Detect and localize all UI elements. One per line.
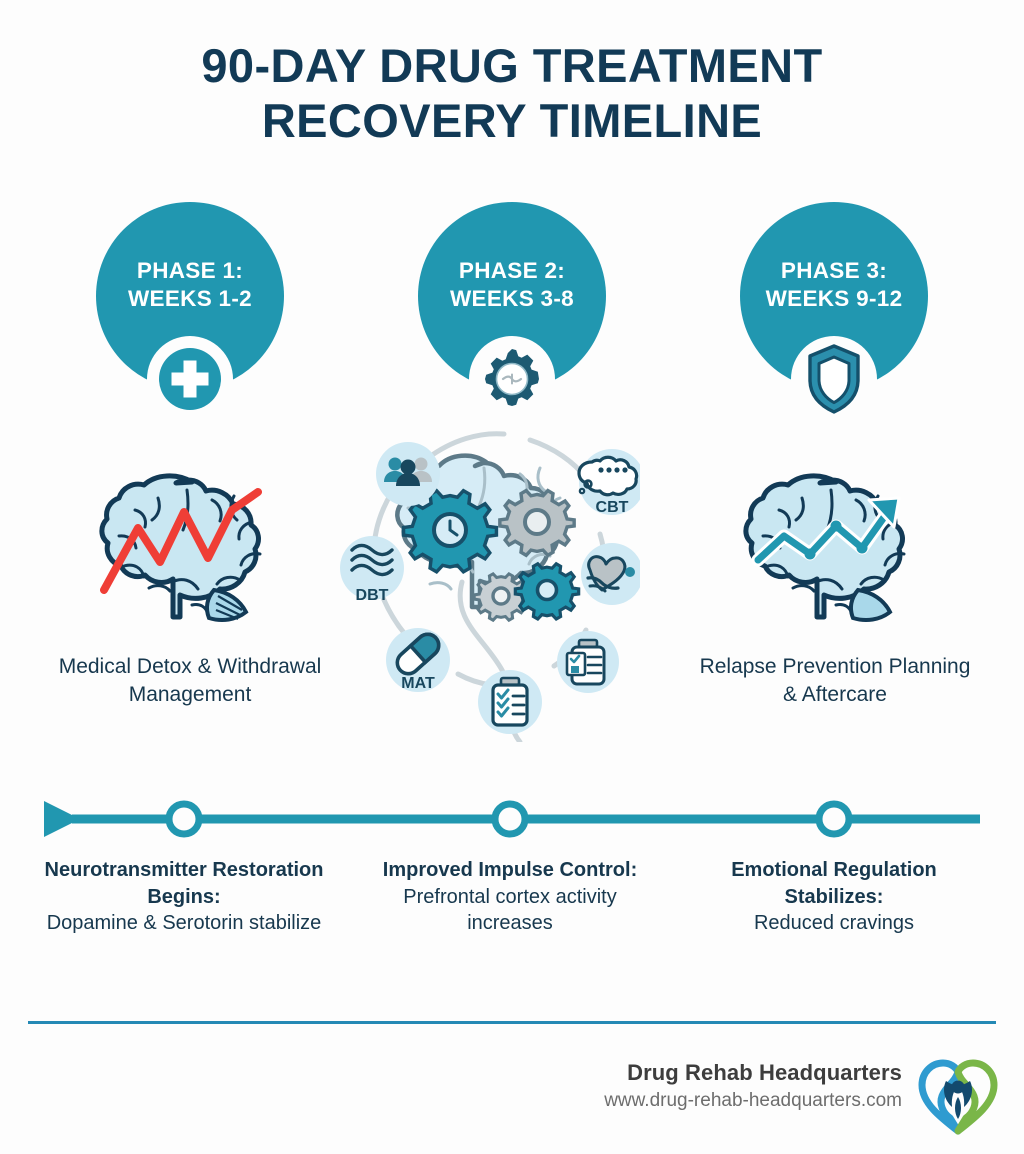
- brain-gears-illustration-phase-2: CBT: [334, 424, 645, 747]
- milestone-1-subtitle: Dopamine & Serotorin stabilize: [46, 912, 322, 935]
- therapy-icon-cbt-label: CBT: [596, 499, 629, 516]
- therapy-icon-mat: MAT: [386, 628, 450, 692]
- milestone-3-title: Emotional Regulation Stabilizes:: [731, 859, 937, 908]
- gear-icon: [485, 349, 539, 406]
- brain-illustration-phase-3: [736, 470, 936, 635]
- timeline-marker-2: [491, 800, 529, 838]
- title-line-2: RECOVERY TIMELINE: [261, 94, 763, 148]
- timeline-marker-1: [165, 800, 203, 838]
- rising-teal-arrow: [751, 496, 901, 567]
- milestone-2-subtitle: Prefrontal cortex activity increases: [403, 885, 617, 935]
- milestone-3: Emotional Regulation Stabilizes: Reduced…: [684, 857, 984, 937]
- milestone-1: Neurotransmitter Restoration Begins: Dop…: [34, 857, 334, 937]
- medical-cross-icon: [159, 348, 221, 410]
- milestone-2: Improved Impulse Control: Prefrontal cor…: [360, 857, 660, 937]
- brand-url[interactable]: www.drug-rehab-headquarters.com: [604, 1090, 902, 1111]
- gear-small-grey: [472, 571, 530, 623]
- therapy-icon-dbt-label: DBT: [356, 587, 389, 604]
- gear-small-teal: [513, 561, 581, 622]
- therapy-icon-dbt: DBT: [340, 536, 404, 604]
- timeline-arrow-icon: [44, 801, 80, 837]
- therapy-icon-cbt: CBT: [577, 449, 645, 516]
- brand-name: Drug Rehab Headquarters: [627, 1060, 902, 1085]
- heart-with-person-logo: [918, 1059, 998, 1135]
- therapy-icon-group-therapy: [376, 442, 440, 506]
- brain-illustration-phase-1: [92, 470, 292, 635]
- shield-icon: [808, 344, 860, 414]
- milestone-2-title: Improved Impulse Control:: [382, 859, 638, 881]
- footer-divider: [28, 1021, 996, 1024]
- phase-3-label: PHASE 3: WEEKS 9-12: [765, 257, 903, 311]
- phase-1-label: PHASE 1: WEEKS 1-2: [128, 257, 252, 311]
- milestone-3-subtitle: Reduced cravings: [753, 912, 915, 935]
- therapy-icon-medication-chart: [557, 631, 619, 693]
- phase-1-badge: [147, 336, 233, 422]
- gear-large-teal: [401, 488, 499, 575]
- page-title: 90-DAY DRUG TREATMENT RECOVERY TIMELINE: [0, 38, 1024, 149]
- therapy-icon-mat-label: MAT: [401, 675, 435, 692]
- title-line-1: 90-DAY DRUG TREATMENT: [201, 39, 823, 92]
- phase-3-caption: Relapse Prevention Planning & Aftercare: [699, 655, 971, 706]
- therapy-icon-heart-hands: [581, 543, 643, 605]
- therapy-icon-checklist-bottle: [478, 670, 542, 734]
- phase-2-label: PHASE 2: WEEKS 3-8: [450, 257, 574, 311]
- footer-logo: [914, 1057, 1002, 1137]
- timeline: [0, 795, 1024, 855]
- phase-3-badge: [791, 336, 877, 422]
- milestone-1-title: Neurotransmitter Restoration Begins:: [44, 859, 324, 908]
- brain-shape: [99, 473, 262, 622]
- phase-1-caption: Medical Detox & Withdrawal Management: [58, 655, 322, 706]
- timeline-marker-3: [815, 800, 853, 838]
- volatile-red-line: [100, 488, 262, 594]
- footer-branding: Drug Rehab Headquarters www.drug-rehab-h…: [604, 1060, 902, 1112]
- phase-2-badge: [469, 336, 555, 422]
- central-brain: [395, 453, 581, 623]
- gear-medium-grey: [498, 488, 576, 558]
